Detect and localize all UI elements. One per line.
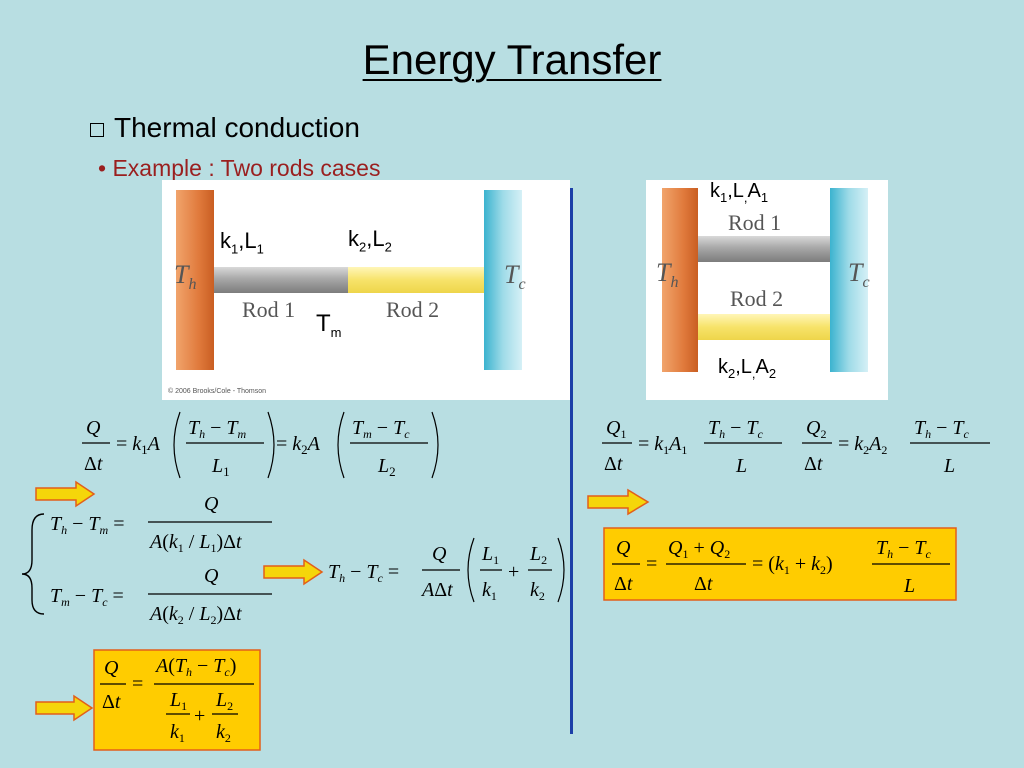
rod-1 xyxy=(214,267,348,293)
junction-temp-label: Tm xyxy=(316,310,342,340)
series-flux-equation: Q Δt = k1A Th − Tm L1 = k2A Tm − Tc L2 xyxy=(82,411,439,479)
svg-text:k1: k1 xyxy=(482,579,497,603)
page-title: Energy Transfer xyxy=(362,36,662,83)
rod-1-params: k1,L1 xyxy=(220,228,264,257)
svg-text:Tm − Tc =: Tm − Tc = xyxy=(50,585,124,609)
svg-text:Δt: Δt xyxy=(614,573,633,595)
svg-text:Tm − Tc: Tm − Tc xyxy=(352,417,410,441)
cold-temp-label: Tc xyxy=(504,260,526,294)
svg-text:= (k1 + k2): = (k1 + k2) xyxy=(752,553,833,577)
parallel-flux-equations: Q1 Δt = k1A1 Th − Tc L Q2 Δt = k2A2 Th −… xyxy=(602,417,990,477)
svg-text:L: L xyxy=(903,575,915,597)
arrow-icon xyxy=(587,488,650,516)
svg-text:Th − Tc =: Th − Tc = xyxy=(328,561,399,585)
hot-temp-label: Th xyxy=(174,260,197,294)
svg-text:Th − Tc: Th − Tc xyxy=(708,417,764,441)
svg-text:=: = xyxy=(646,553,657,575)
series-rods-figure: Th Tc Rod 1 Rod 2 k1,L1 k2,L2 Tm © 2006 … xyxy=(162,180,570,400)
svg-text:L: L xyxy=(735,455,747,477)
svg-text:A(Th − Tc): A(Th − Tc) xyxy=(154,655,236,679)
svg-text:Q1 + Q2: Q1 + Q2 xyxy=(668,537,730,561)
svg-text:Δt: Δt xyxy=(102,691,121,713)
svg-text:A(k1 / L1)Δt: A(k1 / L1)Δt xyxy=(148,531,242,555)
equations-layer: Q Δt = k1A Th − Tm L1 = k2A Tm − Tc L2 xyxy=(21,411,990,751)
svg-text:+: + xyxy=(508,561,519,583)
svg-text:L: L xyxy=(943,455,955,477)
svg-text:Th − Tc: Th − Tc xyxy=(876,537,932,561)
svg-text:Q: Q xyxy=(432,543,447,565)
rod-2-label: Rod 2 xyxy=(386,297,440,322)
hot-reservoir xyxy=(662,188,698,372)
svg-text:A(k2 / L2)Δt: A(k2 / L2)Δt xyxy=(148,603,242,627)
svg-text:Q: Q xyxy=(104,657,119,679)
svg-text:Q1: Q1 xyxy=(606,417,626,441)
series-result-box: Q Δt = A(Th − Tc) L1 k1 + L2 k2 xyxy=(93,649,261,751)
rod-2-params: k2,L,A2 xyxy=(718,356,777,381)
svg-text:Δt: Δt xyxy=(84,453,103,475)
arrow-icon xyxy=(35,694,94,722)
svg-text:Q: Q xyxy=(616,537,631,559)
svg-text:AΔt: AΔt xyxy=(420,579,453,601)
total-temperature-drop-equation: Th − Tc = Q AΔt L1 k1 + L2 k2 xyxy=(328,537,565,603)
rod-2 xyxy=(698,314,830,340)
cold-temp-label: Tc xyxy=(848,258,870,292)
svg-text:L2: L2 xyxy=(377,455,396,479)
section-heading: Thermal conduction xyxy=(90,112,360,144)
svg-text:Q: Q xyxy=(204,565,219,587)
svg-text:Δt: Δt xyxy=(604,453,623,475)
rod-2-params: k2,L2 xyxy=(348,226,392,255)
series-rods-drawing xyxy=(176,190,522,370)
cold-reservoir xyxy=(830,188,868,372)
arrow-icon xyxy=(263,558,324,586)
column-divider xyxy=(570,188,573,734)
temperature-system: Th − Tm = Q A(k1 / L1)Δt Tm − Tc = Q A(k… xyxy=(21,493,272,627)
cold-reservoir xyxy=(484,190,522,370)
svg-text:= k2A: = k2A xyxy=(276,433,321,457)
parallel-rods-figure: Th Tc Rod 1 Rod 2 k1,L,A1 k2,L,A2 xyxy=(646,180,888,400)
rod-1 xyxy=(698,236,830,262)
rod-2-label: Rod 2 xyxy=(730,286,784,311)
bullet-square-icon xyxy=(90,123,104,137)
svg-text:L2: L2 xyxy=(529,543,547,567)
parallel-result-box: Q Δt = Q1 + Q2 Δt = (k1 + k2) Th − Tc L xyxy=(603,527,957,601)
parallel-rods-drawing xyxy=(662,188,868,372)
svg-text:Th − Tm: Th − Tm xyxy=(188,417,247,441)
rod-1-label: Rod 1 xyxy=(728,210,782,235)
svg-text:Δt: Δt xyxy=(694,573,713,595)
rod-1-params: k1,L,A1 xyxy=(710,180,769,205)
heading-text: Thermal conduction xyxy=(114,112,360,143)
svg-text:Th − Tm =: Th − Tm = xyxy=(50,513,124,537)
hot-temp-label: Th xyxy=(656,258,679,292)
hot-reservoir xyxy=(176,190,214,370)
subheading: • Example : Two rods cases xyxy=(98,155,381,181)
svg-text:=: = xyxy=(132,673,143,695)
svg-text:= k1A: = k1A xyxy=(116,433,161,457)
svg-text:Δt: Δt xyxy=(804,453,823,475)
svg-text:= k2A2: = k2A2 xyxy=(838,433,887,457)
svg-text:Q: Q xyxy=(204,493,219,515)
copyright-text: © 2006 Brooks/Cole - Thomson xyxy=(168,388,267,395)
svg-text:= k1A1: = k1A1 xyxy=(638,433,687,457)
svg-text:L1: L1 xyxy=(211,455,230,479)
svg-text:+: + xyxy=(194,705,205,727)
svg-text:Q2: Q2 xyxy=(806,417,826,441)
svg-text:Th − Tc: Th − Tc xyxy=(914,417,970,441)
rod-1-label: Rod 1 xyxy=(242,297,296,322)
svg-text:Q: Q xyxy=(86,417,101,439)
rod-2 xyxy=(348,267,484,293)
svg-text:k2: k2 xyxy=(530,579,545,603)
svg-text:L1: L1 xyxy=(481,543,499,567)
arrow-icon xyxy=(35,480,96,508)
